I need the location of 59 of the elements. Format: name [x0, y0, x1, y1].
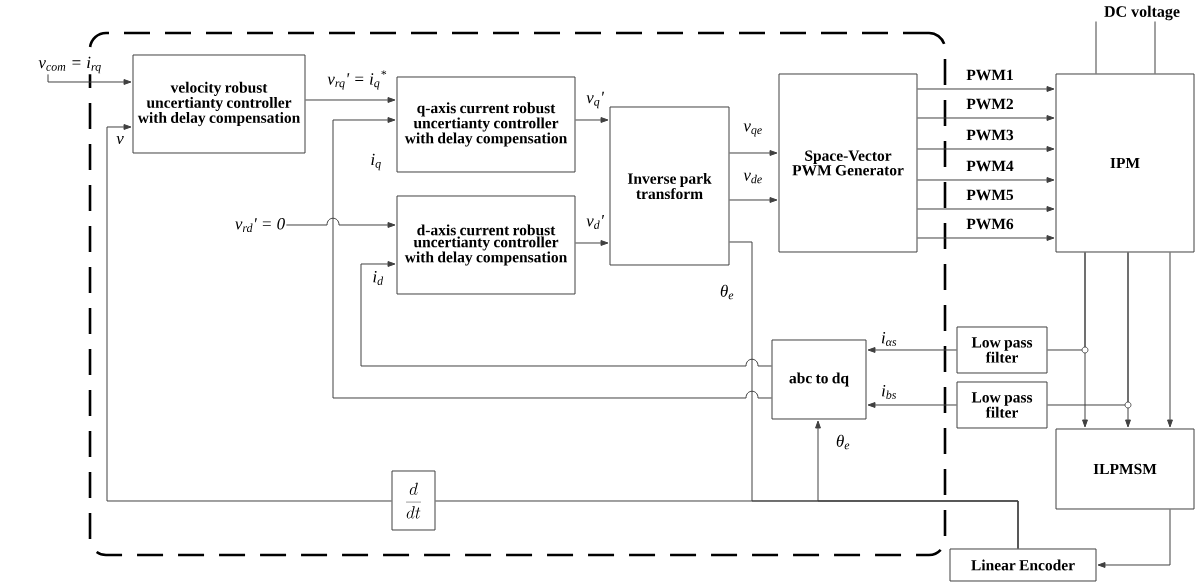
edge-label: v: [115, 135, 125, 145]
edge-label: θ$_{e}$: [834, 433, 852, 451]
edge-label: v$_{rq}$' = i$_{q}$*: [326, 69, 388, 91]
dashed-boundary: [88, 31, 947, 557]
arrow: [917, 235, 1055, 241]
connector-line: [1154, 21, 1156, 74]
arrow: [917, 177, 1055, 183]
edge-label: PWM5: [966, 189, 1014, 201]
edge-label: PWM3: [966, 129, 1014, 141]
arrow: [285, 217, 396, 228]
connector-line: [1047, 252, 1086, 351]
edge-label: i$_{bs}$: [880, 384, 898, 400]
edge-label: i$_{d}$: [371, 270, 385, 286]
edge-label: θ$_{e}$: [718, 283, 736, 301]
arrow: [917, 146, 1055, 152]
arrow: [47, 73, 132, 85]
connector-line: [1047, 252, 1129, 406]
arrow: [106, 124, 392, 502]
edge-label: PWM6: [966, 218, 1014, 230]
arrow: [729, 197, 778, 203]
arrow: [1167, 252, 1173, 428]
encoder-box: Linear Encoder: [949, 548, 1097, 582]
edge-label: PWM2: [966, 98, 1013, 110]
controller-box: velocity robust uncertianty controller with delay compensation: [132, 54, 306, 154]
edge-label: PWM1: [966, 69, 1013, 81]
connector-line: [729, 241, 1019, 549]
supply-label: DC voltage: [1103, 4, 1181, 22]
generator-box: Space-Vector PWM Generator: [778, 73, 918, 253]
edge-label: PWM4: [966, 160, 1014, 172]
arrow: [305, 97, 396, 103]
controller-box: q-axis current robust uncertianty controller with delay compensation: [396, 76, 576, 173]
input-label: v$_{rd}$' = 0: [233, 217, 287, 233]
arrow: [360, 261, 772, 367]
arrow: [332, 117, 772, 399]
filter-box: Low pass filter: [956, 326, 1048, 374]
connector-line: [1095, 21, 1097, 74]
arrow: [1097, 509, 1171, 568]
arrow: [917, 86, 1055, 92]
filter-box: Low pass filter: [956, 381, 1048, 429]
input-label: v$_{com}$ = i$_{rq}$: [37, 55, 103, 75]
motor-box: ILPMSM: [1055, 428, 1195, 510]
controller-box: d-axis current robust uncertianty controller with delay compensation: [396, 195, 576, 295]
arrow: [867, 402, 957, 408]
edge-label: v$_{d}$': [585, 214, 605, 230]
edge-label: v$_{q}$': [585, 90, 605, 110]
derivative-box: $\frac{d}{dt}$: [391, 470, 436, 531]
arrow: [729, 150, 778, 156]
arrow: [575, 240, 609, 246]
edge-label: v$_{de}$: [742, 171, 764, 185]
arrow: [867, 347, 957, 353]
module-box: IPM: [1055, 73, 1195, 253]
edge-label: i$_{q}$: [369, 152, 383, 172]
arrow: [575, 117, 609, 123]
edge-label: i$_{αs}$: [879, 331, 899, 347]
transform-box: abc to dq: [771, 339, 867, 420]
transform-box: Inverse park transform: [609, 106, 730, 266]
edge-label: v$_{qe}$: [742, 122, 764, 138]
arrow: [917, 115, 1055, 121]
arrow: [917, 206, 1055, 212]
